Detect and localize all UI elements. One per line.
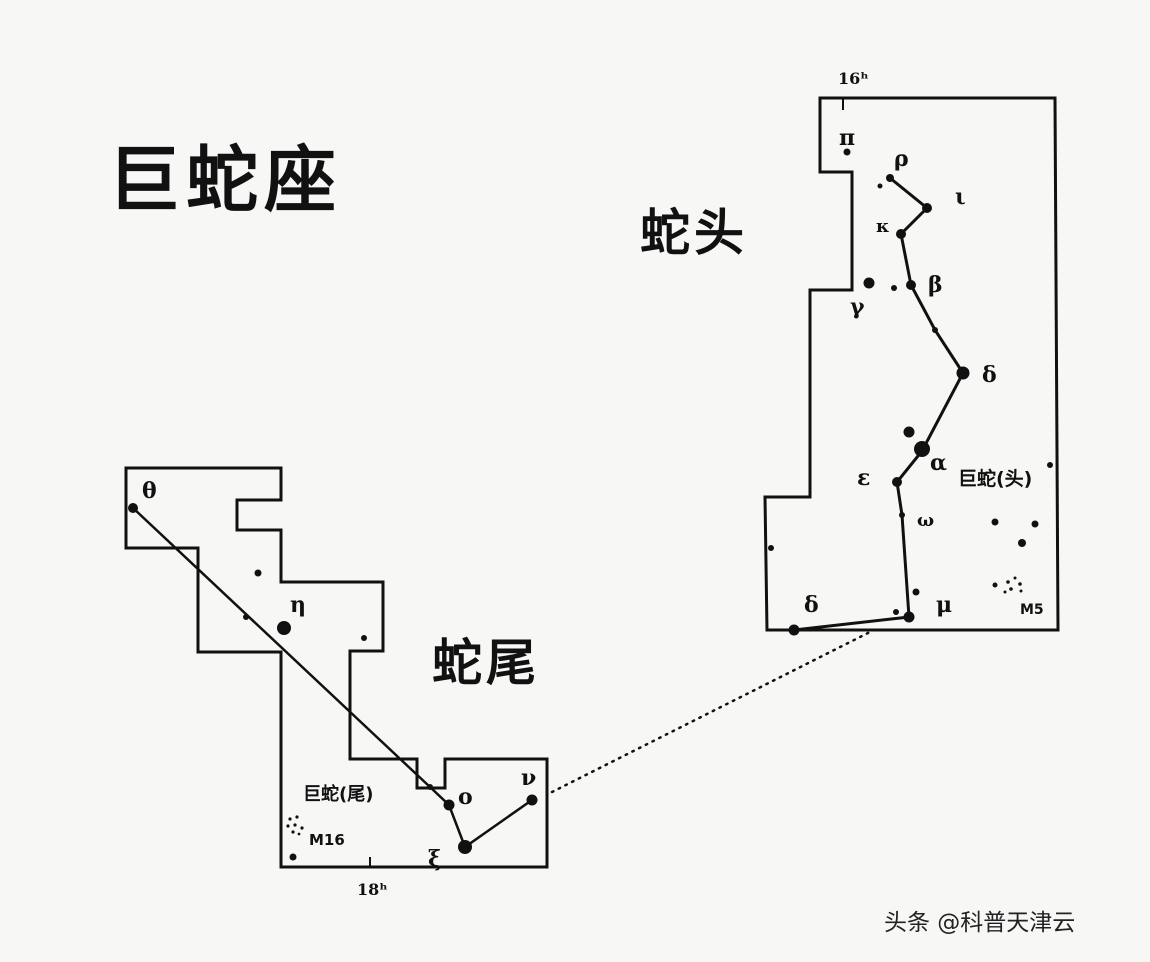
star-omicron (443, 799, 455, 811)
region-label-head: 巨蛇(头) (958, 467, 1032, 490)
star (991, 518, 999, 526)
label-iota: ι (955, 184, 966, 210)
label-alpha: α (930, 450, 947, 476)
star (903, 426, 915, 438)
star-beta (906, 280, 916, 290)
label-gamma: γ (850, 294, 865, 320)
star-xi (458, 840, 472, 854)
star (243, 614, 249, 620)
star-iota (922, 203, 932, 213)
star-mu (912, 588, 920, 596)
cluster-label-m5: M5 (1020, 602, 1044, 618)
star (768, 545, 774, 551)
label-pi: π (839, 125, 855, 151)
star-delta (956, 366, 970, 380)
tail-boundary (124, 466, 549, 869)
star (891, 285, 897, 291)
m16-cluster-icon (286, 815, 304, 836)
label-kappa: κ (876, 216, 890, 237)
star (903, 611, 915, 623)
serpens-caput-figure-line (793, 176, 965, 632)
star (1018, 539, 1026, 547)
label-eta: η (290, 592, 306, 618)
star (289, 853, 297, 861)
cluster-label-m16: M16 (309, 831, 345, 849)
star-alpha (914, 441, 930, 457)
star-epsilon (892, 477, 902, 487)
tail-stars (128, 503, 538, 861)
star-kappa (877, 183, 883, 189)
head-boundary (763, 96, 1060, 632)
label-beta: β (928, 272, 943, 298)
label-omicron: o (458, 784, 473, 810)
star-pi (843, 148, 851, 156)
star (1031, 520, 1039, 528)
label-mu: μ (936, 592, 952, 618)
star-nu (526, 794, 538, 806)
label-xi: ξ (428, 846, 441, 872)
label-epsilon: ε (857, 465, 870, 491)
label-omega: ω (917, 510, 934, 531)
region-label-tail: 巨蛇(尾) (303, 783, 373, 805)
star-gamma (863, 277, 875, 289)
label-delta-oph: δ (804, 592, 819, 618)
tail-star-labels: θ η o ν ξ (142, 478, 536, 872)
star (896, 229, 906, 239)
star (427, 784, 433, 790)
ra-label-16h: 16ʰ (838, 69, 869, 88)
label-theta: θ (142, 478, 157, 504)
m5-cluster-icon (992, 576, 1023, 594)
star (254, 569, 262, 577)
star-eta (277, 621, 291, 635)
star (932, 327, 938, 333)
star (893, 609, 899, 615)
star (1047, 462, 1053, 468)
label-nu: ν (521, 765, 536, 791)
ra-label-18h: 18ʰ (357, 880, 388, 899)
head-stars (768, 148, 1053, 636)
tail-title: 蛇尾 (432, 634, 540, 692)
star-delta-oph (788, 624, 800, 636)
star-theta (128, 503, 138, 513)
head-star-labels: π ρ ι κ γ β δ α ε ω μ δ (804, 125, 997, 618)
watermark: 头条 @科普天津云 (884, 910, 1075, 936)
label-delta: δ (982, 362, 997, 388)
label-rho: ρ (894, 146, 909, 172)
head-title: 蛇头 (640, 204, 748, 262)
star-omega (899, 512, 905, 518)
connector-dotted-line (550, 630, 872, 794)
diagram-title: 巨蛇座 (108, 138, 342, 222)
star-rho (886, 174, 894, 182)
star (361, 635, 367, 641)
